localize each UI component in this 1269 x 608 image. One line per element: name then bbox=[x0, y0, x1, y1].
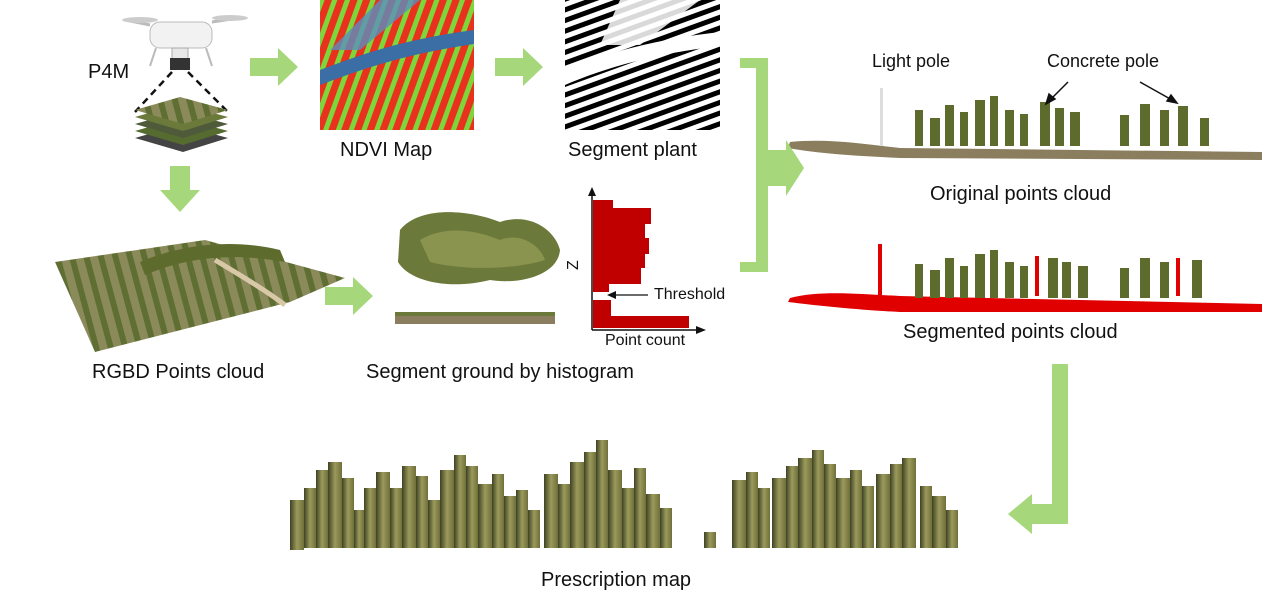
prescription-map-image bbox=[290, 440, 958, 550]
histogram-x-axis-label: Point count bbox=[605, 332, 686, 349]
hist-bar bbox=[593, 238, 649, 254]
rgbd-label: RGBD Points cloud bbox=[92, 361, 265, 383]
histogram-chart bbox=[588, 187, 706, 334]
segmented-point-cloud-image bbox=[788, 244, 1262, 312]
original-cloud-label: Original points cloud bbox=[930, 183, 1112, 205]
segment-ground-label: Segment ground by histogram bbox=[366, 361, 634, 383]
rgbd-point-cloud-image bbox=[55, 240, 345, 352]
drone-icon bbox=[122, 15, 248, 70]
ndvi-map-image bbox=[320, 0, 474, 130]
hist-bar bbox=[593, 200, 613, 208]
hist-bar bbox=[593, 224, 645, 238]
view-cone bbox=[134, 71, 229, 113]
arrow-right-icon bbox=[325, 277, 373, 315]
hist-bar bbox=[593, 208, 651, 224]
segmented-cloud-label: Segmented points cloud bbox=[903, 321, 1118, 343]
merge-bracket bbox=[740, 58, 804, 272]
arrow-right-icon bbox=[250, 48, 298, 86]
segment-plant-label: Segment plant bbox=[568, 139, 697, 161]
hist-bar bbox=[593, 268, 641, 284]
segment-ground-image bbox=[395, 212, 560, 324]
hist-bar bbox=[593, 284, 609, 292]
histogram-z-axis-label: Z bbox=[565, 260, 582, 270]
hist-bar bbox=[593, 254, 645, 268]
original-point-cloud-image bbox=[788, 88, 1262, 160]
concrete-pole-label: Concrete pole bbox=[1047, 51, 1160, 71]
image-stack-icon bbox=[135, 97, 228, 152]
arrow-down-icon bbox=[160, 166, 200, 212]
segment-plant-image bbox=[565, 0, 720, 130]
hist-bar bbox=[593, 300, 611, 316]
threshold-label: Threshold bbox=[654, 286, 726, 303]
light-pole-label: Light pole bbox=[872, 51, 951, 71]
elbow-arrow-icon bbox=[1008, 364, 1068, 534]
ndvi-map-label: NDVI Map bbox=[340, 139, 433, 161]
drone-label: P4M bbox=[88, 61, 130, 83]
prescription-map-label: Prescription map bbox=[541, 569, 692, 591]
arrow-right-icon bbox=[495, 48, 543, 86]
flow-arrows bbox=[160, 48, 1068, 534]
hist-bar bbox=[593, 316, 689, 328]
pole-annotation-arrows bbox=[1044, 81, 1179, 106]
